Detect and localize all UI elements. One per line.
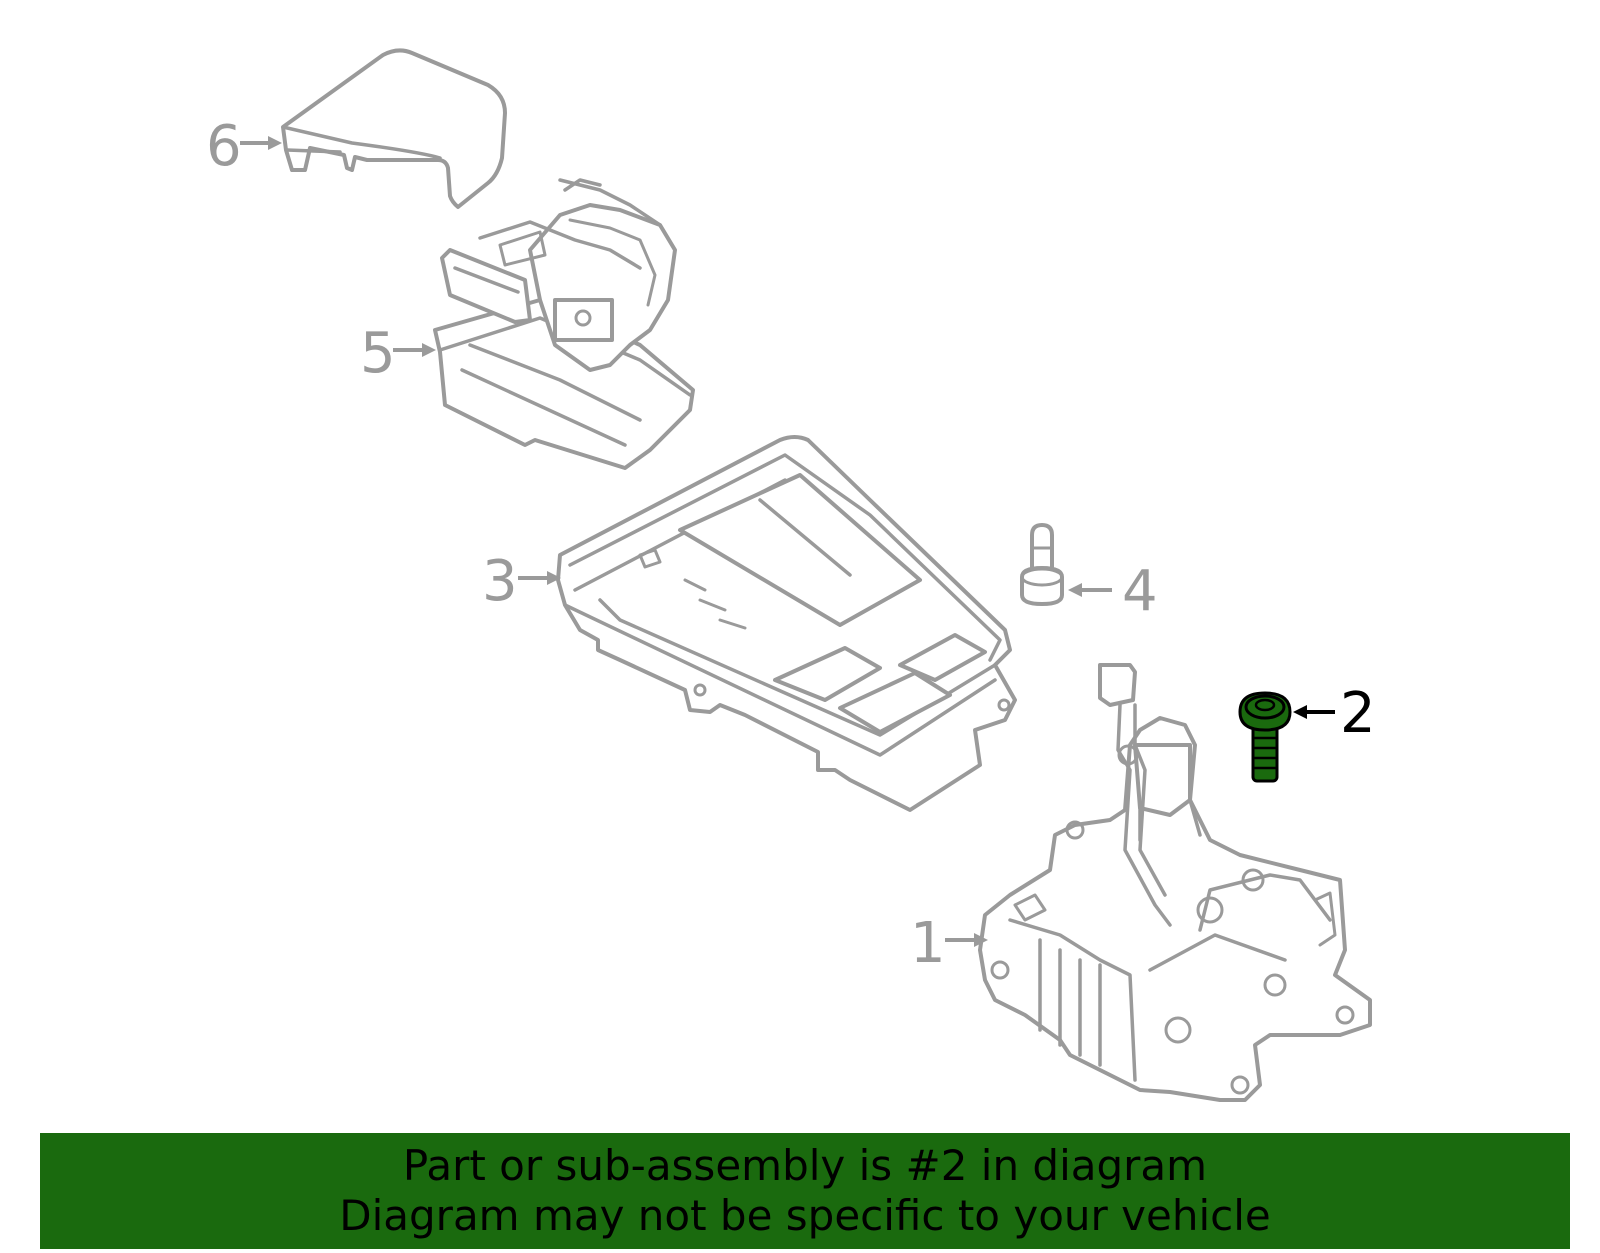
part-2-bolt-highlighted[interactable] <box>1238 691 1292 783</box>
part-4-stud-bolt[interactable] <box>1020 523 1064 606</box>
part-3-console-panel[interactable] <box>556 435 1017 812</box>
callout-3-number: 3 <box>482 549 518 614</box>
part-5-shift-bezel[interactable] <box>433 178 695 470</box>
part-6-knob-cover[interactable] <box>281 48 507 209</box>
callout-3: 3 <box>482 549 561 614</box>
callout-4: 4 <box>1068 559 1158 624</box>
info-banner: Part or sub-assembly is #2 in diagram Di… <box>40 1133 1570 1249</box>
callout-2: 2 <box>1293 681 1376 746</box>
callout-6: 6 <box>206 114 282 179</box>
part-1-shifter-assembly[interactable] <box>978 663 1372 1102</box>
banner-line-1: Part or sub-assembly is #2 in diagram <box>402 1141 1208 1190</box>
callout-4-number: 4 <box>1122 559 1158 624</box>
callout-1-number: 1 <box>910 911 946 976</box>
banner-line-2: Diagram may not be specific to your vehi… <box>339 1191 1271 1240</box>
callout-2-number: 2 <box>1340 681 1376 746</box>
callout-5: 5 <box>360 321 436 386</box>
callout-6-number: 6 <box>206 114 242 179</box>
callout-1: 1 <box>910 911 988 976</box>
callout-5-number: 5 <box>360 321 396 386</box>
